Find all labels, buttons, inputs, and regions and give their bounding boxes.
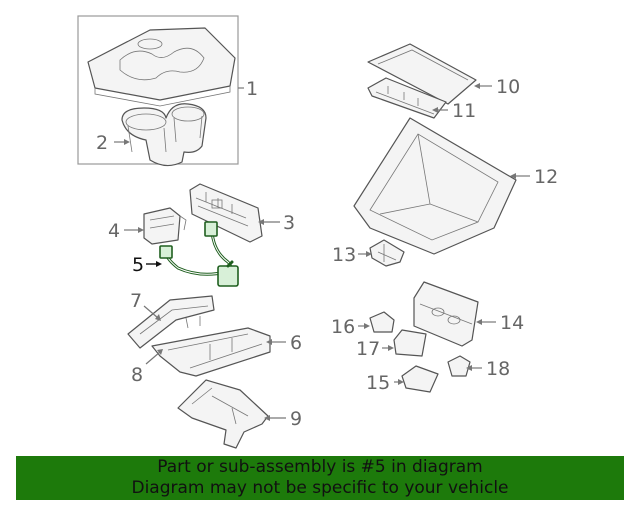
part-13-connector xyxy=(369,239,405,267)
parts-diagram: 1 2 3 4 5 6 7 8 9 10 11 12 13 14 15 16 1… xyxy=(77,15,558,449)
banner-line-1: Part or sub-assembly is #5 in diagram xyxy=(157,457,483,477)
callout-15: 15 xyxy=(366,372,390,394)
leader-lines xyxy=(114,83,530,421)
connector-left xyxy=(159,245,173,259)
callout-18: 18 xyxy=(486,358,510,380)
banner-line-2: Diagram may not be specific to your vehi… xyxy=(131,478,509,498)
connector-block xyxy=(217,265,239,287)
callout-8: 8 xyxy=(131,364,143,386)
part-15-trim-piece xyxy=(401,365,439,393)
part-3-switch-panel xyxy=(189,183,263,243)
callout-3: 3 xyxy=(283,212,295,234)
part-5-wiring-harness xyxy=(159,221,239,287)
callout-11: 11 xyxy=(452,100,476,122)
part-14-switch-bezel xyxy=(413,281,479,347)
callout-14: 14 xyxy=(500,312,524,334)
connector-top xyxy=(204,221,218,237)
callout-6: 6 xyxy=(290,332,302,354)
part-16-clip xyxy=(369,311,395,333)
part-12-console-box xyxy=(353,117,517,255)
callout-9: 9 xyxy=(290,408,302,430)
part-4-module xyxy=(143,207,187,245)
callout-7: 7 xyxy=(130,290,142,312)
callout-5: 5 xyxy=(132,254,144,276)
part-6-bracket xyxy=(151,327,271,377)
callout-17: 17 xyxy=(356,338,380,360)
callout-labels: 1 2 3 4 5 6 7 8 9 10 11 12 13 14 15 16 1… xyxy=(96,76,558,430)
part-10-lid xyxy=(367,43,477,105)
part-9-mount-bracket xyxy=(177,379,269,449)
callout-16: 16 xyxy=(331,316,355,338)
part-2-cup-insert xyxy=(121,103,207,167)
callout-12: 12 xyxy=(534,166,558,188)
part-17-cover xyxy=(393,329,427,357)
callout-1: 1 xyxy=(246,78,258,100)
part-1-bezel xyxy=(87,27,236,107)
callout-2: 2 xyxy=(96,132,108,154)
info-banner: Part or sub-assembly is #5 in diagram Di… xyxy=(16,456,624,500)
part-18-switch xyxy=(447,355,471,377)
part-7-8-trim xyxy=(127,295,215,349)
callout-4: 4 xyxy=(108,220,120,242)
callout-10: 10 xyxy=(496,76,520,98)
callout-13: 13 xyxy=(332,244,356,266)
